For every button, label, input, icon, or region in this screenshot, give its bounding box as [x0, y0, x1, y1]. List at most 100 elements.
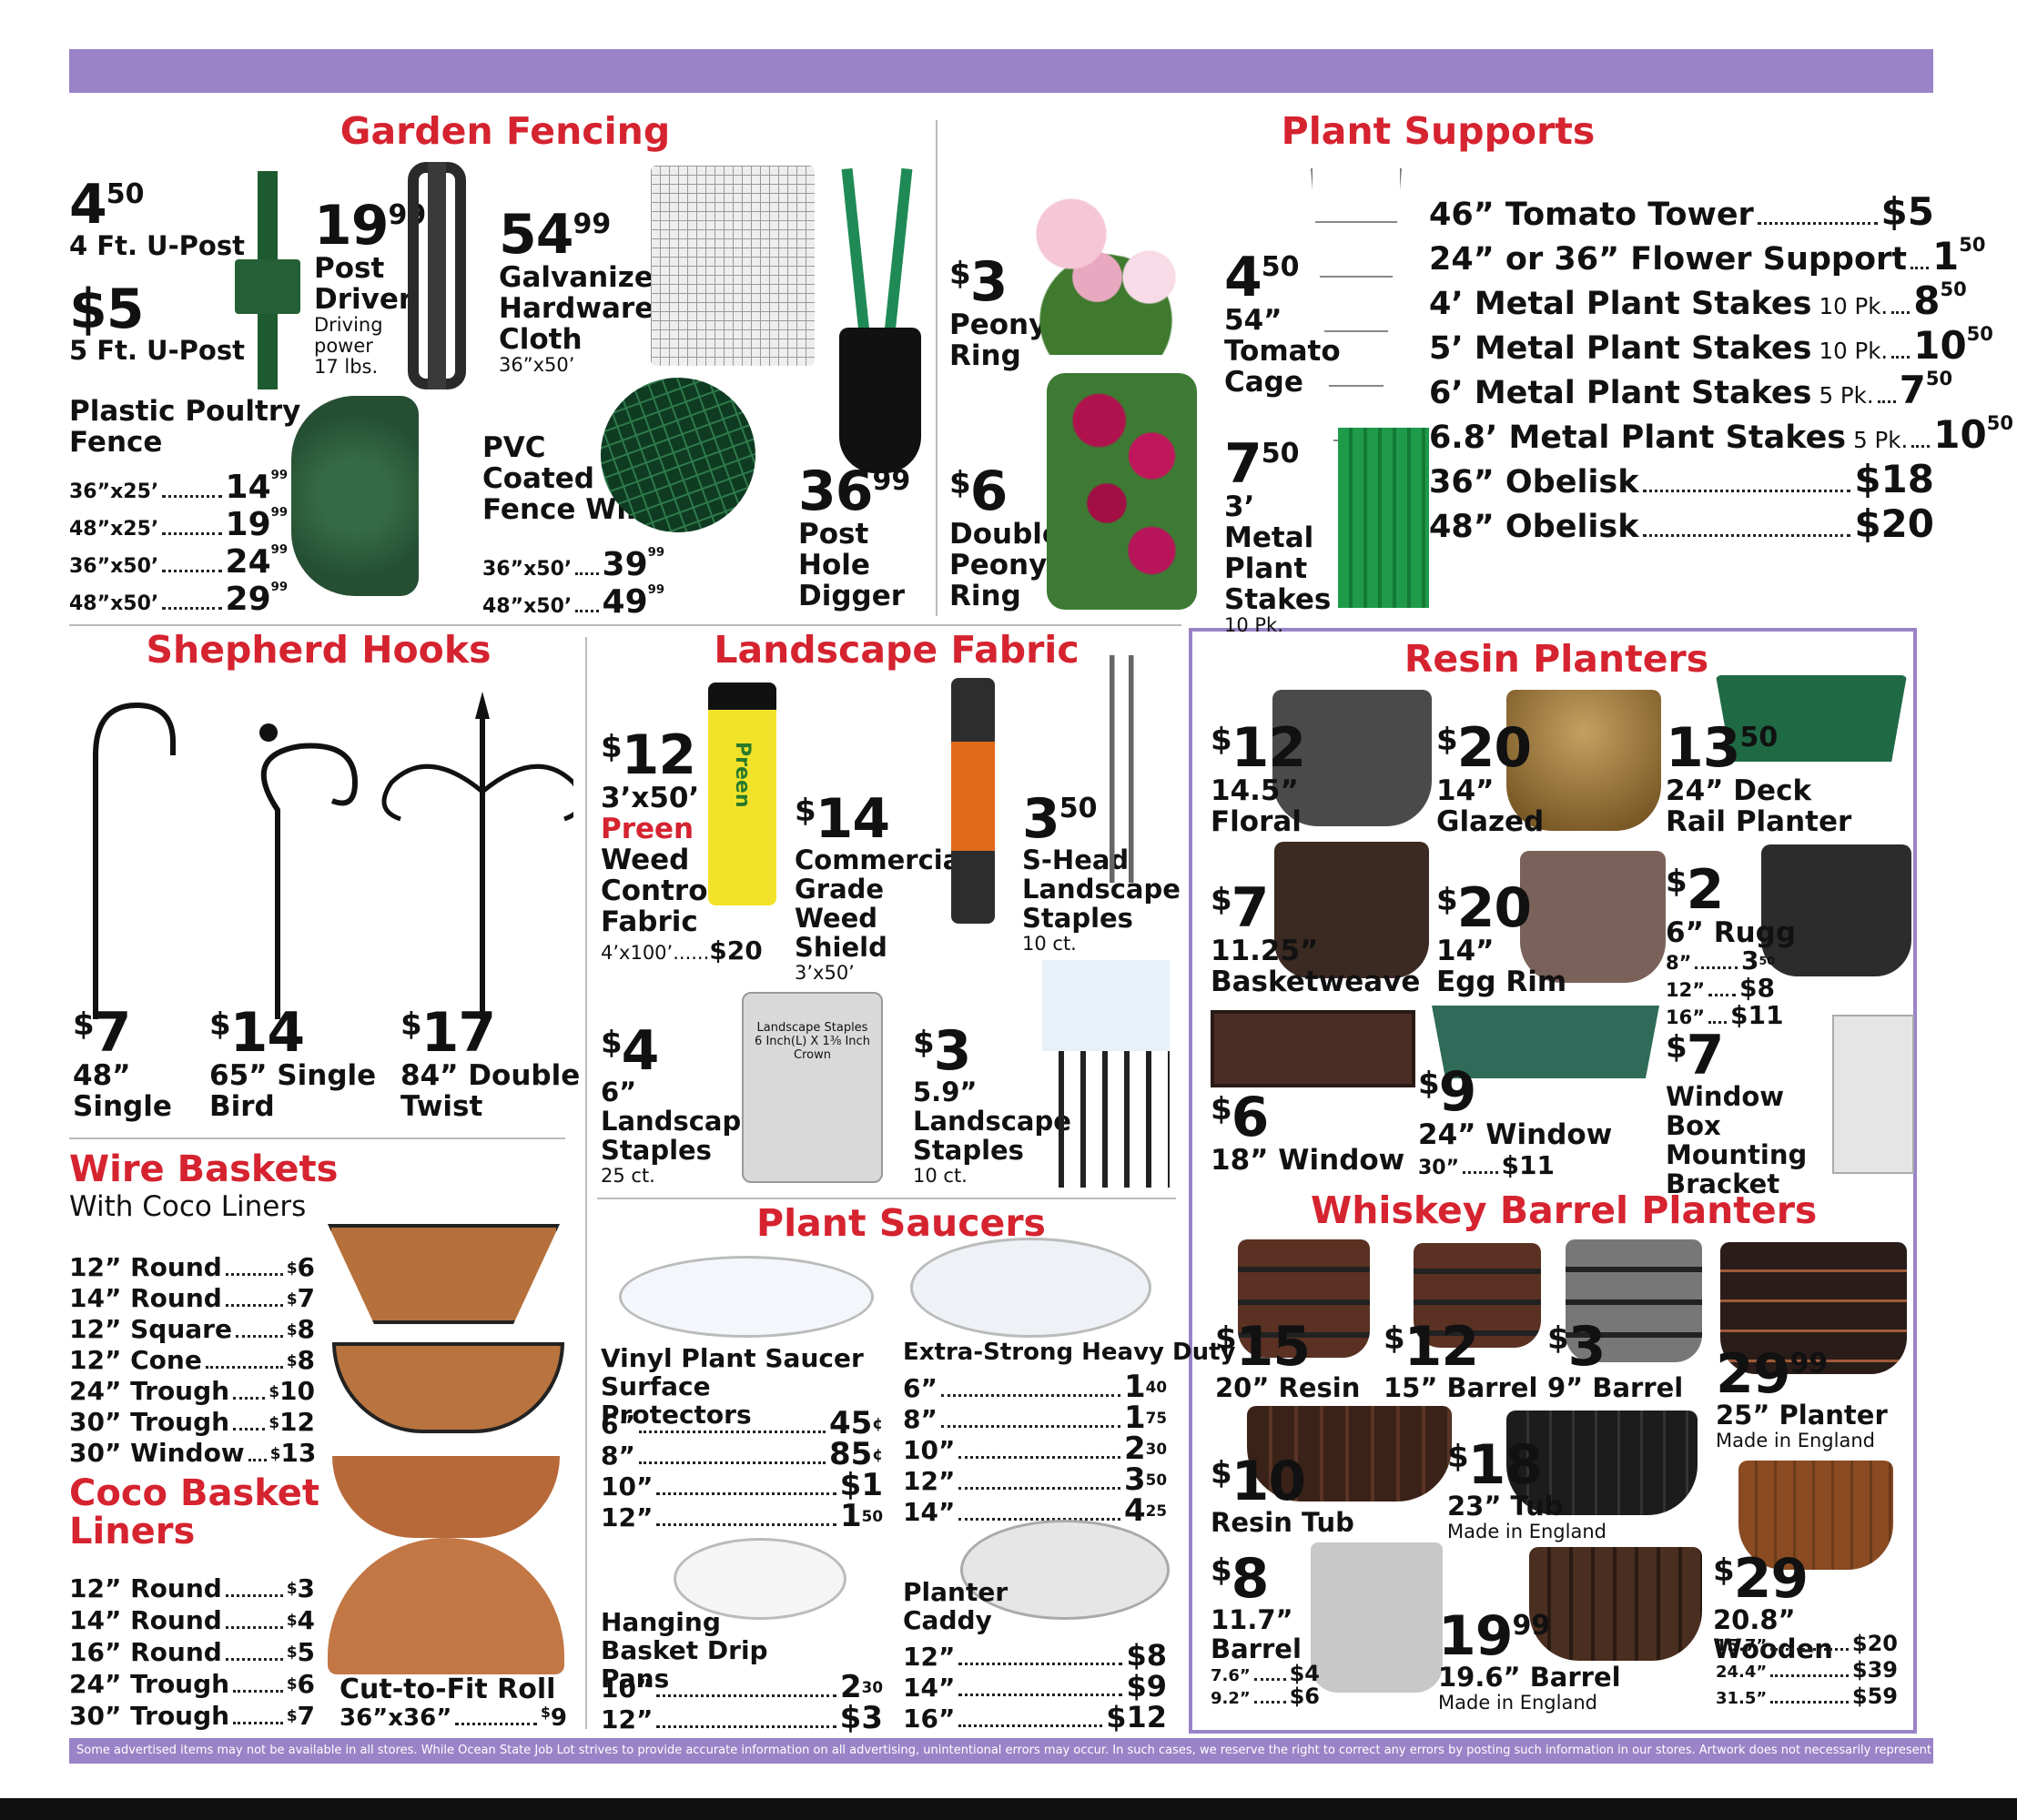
item-price: 150: [1932, 234, 1985, 278]
item-name: 24.4”: [1716, 1663, 1768, 1682]
item-name: 30” Trough: [69, 1407, 230, 1437]
currency-sign: $: [286, 1289, 298, 1308]
item-name: 12”: [601, 1502, 654, 1532]
dot-leader: [1708, 1015, 1728, 1024]
item-name: 31.5”: [1716, 1689, 1768, 1708]
list-item: 48” Obelisk$20: [1429, 501, 1934, 546]
item-name: 10”: [903, 1435, 956, 1465]
item-price: $10: [269, 1376, 315, 1407]
list-item: 30” Window$13: [69, 1438, 317, 1469]
window-18-image: [1211, 1010, 1415, 1087]
peony-ring: $3 Peony Ring: [949, 250, 1048, 373]
currency-sign: $: [286, 1351, 298, 1370]
item-price: 1050: [1913, 323, 1993, 368]
dot-leader: [248, 1452, 267, 1461]
window-18-planter: $6 18” Window: [1211, 1086, 1405, 1177]
price-main: $8: [1739, 973, 1775, 1003]
price-main: 3: [1123, 1461, 1146, 1498]
list-item: 12”150: [601, 1501, 883, 1532]
item-name: 16”: [903, 1704, 956, 1734]
divider: [69, 1138, 565, 1139]
price-cents: 99: [270, 543, 288, 557]
rugg-planter: $2 6” Rugg: [1666, 858, 1797, 949]
item-price: 4999: [603, 583, 664, 621]
item-price: $8: [1739, 976, 1775, 1003]
list-item: 9.2”$6: [1211, 1685, 1320, 1709]
barrel-9-image: [1566, 1239, 1702, 1362]
item-price: $59: [1852, 1684, 1898, 1711]
item-name: 12” Cone: [69, 1345, 202, 1375]
price-main: 7: [297, 1283, 315, 1313]
dot-leader: [1642, 483, 1851, 492]
currency-sign: $: [286, 1706, 298, 1724]
dot-leader: [958, 1656, 1123, 1665]
list-item: 36”x50’2499: [69, 543, 288, 581]
item-price: 350: [1124, 1464, 1167, 1496]
item-price: $13: [270, 1438, 317, 1469]
wooden-20-8-image: [1738, 1461, 1893, 1570]
item-name: 12” Round: [69, 1252, 222, 1282]
heavy-duty-saucer: Extra-Strong Heavy Duty: [903, 1339, 1236, 1366]
item-price: $5: [1881, 189, 1934, 234]
item-note: 10 Pk.: [1819, 338, 1889, 364]
price-main: $11: [1730, 1000, 1784, 1030]
price-cents: 30: [861, 1678, 883, 1696]
item-price: $4: [1290, 1663, 1320, 1686]
list-item: 12”$3: [601, 1703, 883, 1734]
staples-5-9in-image: [1042, 960, 1170, 1188]
item-price: $20: [1854, 501, 1934, 546]
dot-leader: [958, 1687, 1123, 1696]
item-price: $20: [1852, 1632, 1898, 1658]
floral-planter: $12 14.5” Floral: [1211, 716, 1306, 839]
price-main: $20: [1851, 1631, 1898, 1656]
price-cents: 50: [1759, 954, 1775, 967]
price-cents: ¢: [872, 1445, 883, 1463]
price-main: $12: [1106, 1700, 1167, 1734]
egg-rim-planter: $20 14” Egg Rim: [1436, 876, 1567, 999]
hook-65-single-bird: $14 65” Single Bird: [209, 1001, 377, 1124]
item-price: 175: [1124, 1402, 1167, 1434]
resin-tub: $10 Resin Tub: [1211, 1450, 1354, 1538]
currency-sign: $: [286, 1579, 298, 1597]
plant-saucers-heading: Plant Saucers: [756, 1201, 1046, 1245]
item-note: 5 Pk.: [1819, 382, 1874, 409]
price-cents: 99: [270, 506, 288, 520]
square-basket-image: [328, 1224, 560, 1324]
item-price: $11: [1730, 1003, 1783, 1030]
price-cents: 30: [1145, 1440, 1167, 1458]
item-name: 24” or 36” Flower Support: [1429, 241, 1908, 278]
dot-leader: [656, 1517, 836, 1526]
resin-20-barrel: $15 20” Resin: [1215, 1315, 1361, 1403]
dot-leader: [638, 1455, 826, 1464]
currency-sign: $: [269, 1413, 280, 1431]
price-main: $3: [839, 1700, 883, 1736]
dot-leader: [656, 1688, 836, 1697]
currency-sign: $: [286, 1611, 298, 1629]
dot-leader: [1253, 1694, 1286, 1704]
tomato-cage: 450 54” Tomato Cage: [1224, 246, 1341, 399]
item-price: $3: [287, 1572, 315, 1604]
price-main: $8: [1126, 1638, 1167, 1673]
staples-6in: $4 6” Landscape Staples 25 ct.: [601, 1019, 759, 1187]
dot-leader: [225, 1588, 283, 1597]
item-name: 14” Round: [69, 1605, 222, 1635]
post-driver-tube: [428, 162, 446, 389]
dot-leader: [233, 1390, 266, 1400]
currency-sign: $: [286, 1259, 298, 1277]
price-main: $39: [1851, 1657, 1898, 1683]
metal-stakes-image: [1338, 428, 1429, 608]
poultry-fence-image: [291, 396, 419, 596]
disclaimer: Some advertised items may not be availab…: [69, 1738, 1933, 1764]
price-main: 12: [279, 1407, 315, 1437]
list-item: 36”x50’3999: [482, 546, 664, 583]
dot-leader: [656, 1719, 836, 1728]
dot-leader: [1877, 394, 1896, 403]
post-driver: 1999 Post Driver Driving power 17 lbs.: [314, 194, 427, 379]
